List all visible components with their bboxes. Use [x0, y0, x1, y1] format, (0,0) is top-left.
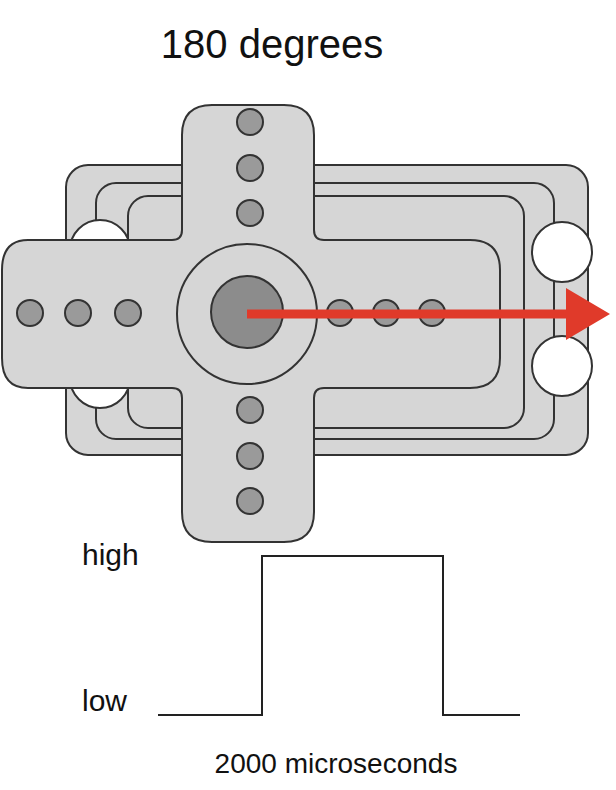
servo-horn: [2, 105, 500, 542]
pulse-width: 2000 microseconds: [215, 748, 458, 780]
mounting-hole: [532, 336, 592, 396]
arrow-head: [566, 288, 610, 340]
pulse-waveform: [158, 556, 520, 715]
title: 180 degrees: [161, 22, 383, 67]
signal-level: low: [82, 684, 127, 718]
signal-level: high: [82, 538, 139, 572]
direction-arrow: [247, 310, 572, 319]
mounting-hole: [532, 222, 592, 282]
